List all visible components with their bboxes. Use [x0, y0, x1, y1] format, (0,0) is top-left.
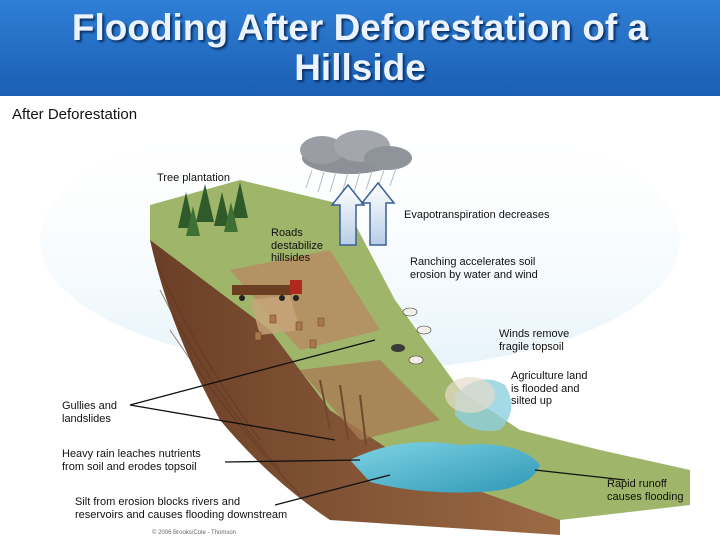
- label-tree-plantation: Tree plantation: [157, 172, 230, 185]
- label-roads: Roads destabilize hillsides: [271, 227, 323, 265]
- label-heavy-rain: Heavy rain leaches nutrients from soil a…: [62, 448, 201, 473]
- copyright-note: © 2006 Brooks/Cole - Thomson: [152, 530, 236, 537]
- label-silt: Silt from erosion blocks rivers and rese…: [75, 496, 287, 521]
- label-evapotranspiration: Evapotranspiration decreases: [404, 209, 550, 222]
- label-gullies: Gullies and landslides: [62, 400, 117, 425]
- label-rapid-runoff: Rapid runoff causes flooding: [607, 478, 683, 503]
- label-agriculture: Agriculture land is flooded and silted u…: [511, 370, 587, 408]
- label-ranching: Ranching accelerates soil erosion by wat…: [410, 256, 538, 281]
- label-winds: Winds remove fragile topsoil: [499, 328, 569, 353]
